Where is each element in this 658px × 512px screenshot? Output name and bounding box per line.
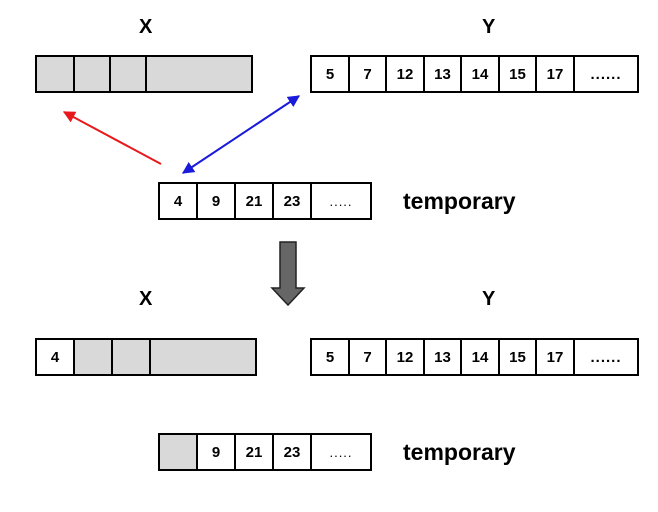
array-x-cell (75, 340, 113, 374)
array-x-cell (147, 57, 251, 91)
temp-cell: 9 (198, 435, 236, 469)
array-x-cell (151, 340, 255, 374)
array-x-cell (111, 57, 147, 91)
temp-cell: 21 (236, 435, 274, 469)
temp-cell: 4 (160, 184, 198, 218)
red-arrow (62, 111, 162, 165)
array-y-cell: 5 (312, 340, 350, 374)
temp-cell: 21 (236, 184, 274, 218)
bottom-array-x: 4 (35, 338, 257, 376)
temp-cell: 23 (274, 184, 312, 218)
top-x-label: X (139, 16, 153, 38)
array-y-cell: 14 (462, 57, 500, 91)
bottom-temporary-label: temporary (403, 439, 516, 465)
bottom-temporary-array: 9 21 23 ..... (158, 433, 372, 471)
temp-cell: ..... (329, 193, 353, 209)
array-y-cell: 15 (500, 57, 537, 91)
bottom-array-y: 5 7 12 13 14 15 17 ...... (310, 338, 639, 376)
array-x-cell (113, 340, 151, 374)
array-y-cell: 14 (462, 340, 500, 374)
array-y-cell: 13 (425, 57, 462, 91)
top-temporary-array: 4 9 21 23 ..... (158, 182, 372, 220)
bottom-y-label: Y (482, 288, 496, 310)
array-y-cell: 12 (387, 340, 425, 374)
temp-cell: 23 (274, 435, 312, 469)
array-x-cell (75, 57, 111, 91)
top-temporary-label: temporary (403, 188, 516, 214)
top-array-y: 5 7 12 13 14 15 17 ...... (310, 55, 639, 93)
array-y-cell: 7 (350, 340, 387, 374)
array-x-cell (37, 57, 75, 91)
array-y-cell: 7 (350, 57, 387, 91)
array-y-cell: 17 (537, 340, 575, 374)
down-arrow (270, 241, 306, 307)
array-y-cell: 5 (312, 57, 350, 91)
top-array-x (35, 55, 253, 93)
array-y-cell: 13 (425, 340, 462, 374)
array-y-cell: ...... (590, 65, 622, 83)
array-x-cell: 4 (37, 340, 75, 374)
array-y-cell: ...... (590, 348, 622, 366)
temp-cell: 9 (198, 184, 236, 218)
top-y-label: Y (482, 16, 496, 38)
blue-double-arrow (182, 95, 300, 174)
temp-cell (160, 435, 198, 469)
array-y-cell: 17 (537, 57, 575, 91)
array-y-cell: 15 (500, 340, 537, 374)
temp-cell: ..... (329, 444, 353, 460)
bottom-x-label: X (139, 288, 153, 310)
array-y-cell: 12 (387, 57, 425, 91)
